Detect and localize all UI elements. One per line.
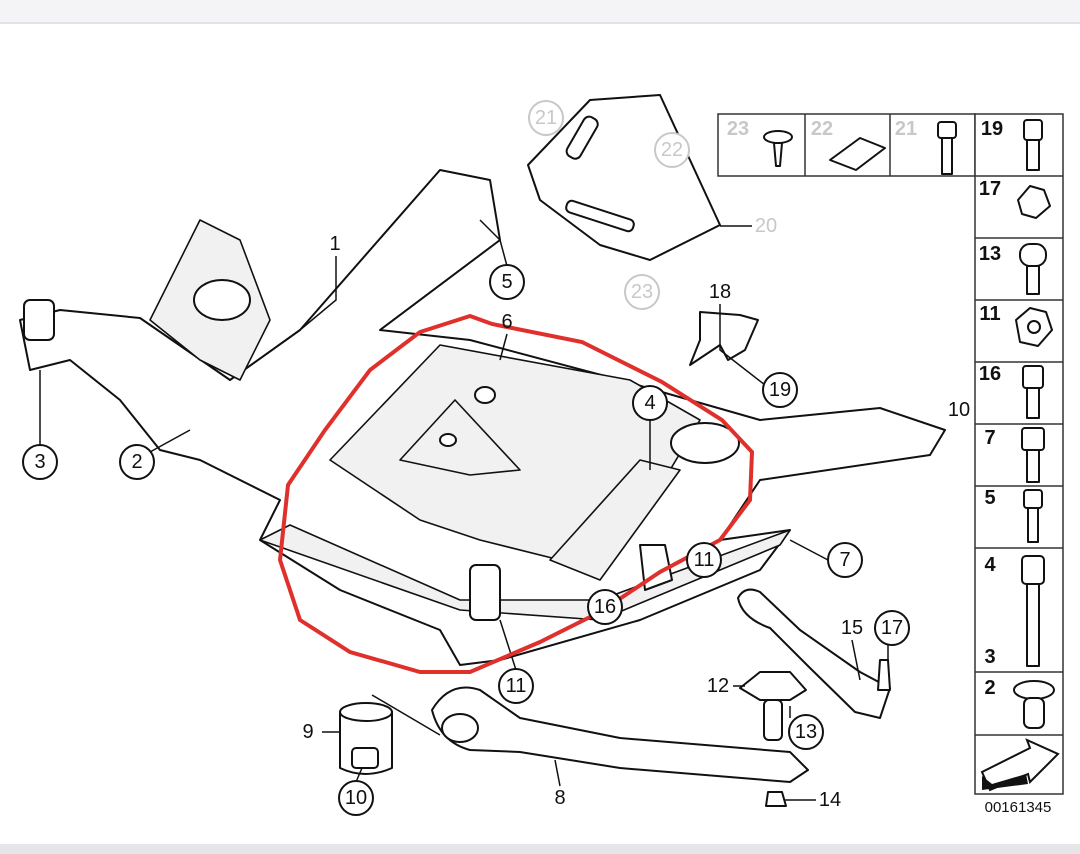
callout-12: 12 (707, 675, 729, 697)
svg-text:7: 7 (839, 549, 850, 571)
callout-10: 10 (338, 780, 374, 816)
control-arm-illustration (431, 686, 809, 783)
callout-6: 6 (501, 311, 512, 333)
front-subframe-illustration (19, 169, 946, 666)
viewer-top-bar (0, 0, 1080, 24)
svg-text:19: 19 (981, 118, 1003, 140)
callout-9: 9 (302, 721, 313, 743)
svg-text:19: 19 (769, 379, 791, 401)
ball-joint-illustration (739, 671, 807, 701)
svg-text:4: 4 (644, 392, 655, 414)
svg-text:13: 13 (795, 721, 817, 743)
svg-text:22: 22 (661, 139, 683, 161)
svg-text:11: 11 (979, 303, 1000, 325)
callout-15: 15 (841, 617, 863, 639)
callout-1: 1 (329, 233, 340, 255)
callout-14: 14 (819, 789, 841, 811)
svg-text:10: 10 (345, 787, 367, 809)
tension-strut-illustration (737, 588, 891, 719)
svg-text:23: 23 (727, 118, 749, 140)
callout-11-lower: 11 (498, 668, 534, 704)
callout-20: 20 (755, 215, 777, 237)
svg-text:16: 16 (594, 596, 616, 618)
red-highlight-outline (277, 313, 755, 674)
svg-text:21: 21 (895, 118, 917, 140)
callout-7: 7 (827, 542, 863, 578)
svg-text:2: 2 (984, 677, 995, 699)
hardware-column: 19 17 13 11 16 7 5 4 3 2 00161345 (974, 113, 1064, 816)
bracket-illustration (689, 311, 759, 366)
callout-22: 22 (654, 132, 690, 168)
callout-13: 13 (788, 714, 824, 750)
illustration-part-number: 00161345 (985, 799, 1052, 816)
svg-text:17: 17 (881, 617, 903, 639)
svg-text:13: 13 (979, 243, 1001, 265)
svg-text:5: 5 (501, 271, 512, 293)
callout-16: 16 (587, 589, 623, 625)
svg-text:17: 17 (979, 178, 1001, 200)
callout-5: 5 (489, 264, 525, 300)
svg-text:16: 16 (979, 363, 1001, 385)
callout-4: 4 (632, 385, 668, 421)
svg-text:3: 3 (34, 451, 45, 473)
svg-text:22: 22 (811, 118, 833, 140)
callout-3: 3 (22, 444, 58, 480)
callout-8: 8 (554, 787, 565, 809)
svg-text:2: 2 (131, 451, 142, 473)
leader-lines (39, 219, 889, 801)
svg-text:4: 4 (984, 554, 996, 576)
svg-text:3: 3 (984, 646, 995, 668)
svg-text:11: 11 (694, 549, 715, 571)
callout-19: 19 (762, 372, 798, 408)
callout-2: 2 (119, 444, 155, 480)
svg-text:7: 7 (984, 427, 995, 449)
callout-11-upper: 11 (686, 542, 722, 578)
callout-10-column: 10 (948, 399, 970, 421)
callout-17: 17 (874, 610, 910, 646)
callout-21: 21 (528, 100, 564, 136)
callout-18: 18 (709, 281, 731, 303)
callout-23: 23 (624, 274, 660, 310)
hardware-top-row: 23 22 21 (717, 113, 976, 177)
svg-text:23: 23 (631, 281, 653, 303)
svg-text:5: 5 (984, 487, 995, 509)
viewer-bottom-bar (0, 844, 1080, 854)
svg-text:11: 11 (506, 675, 527, 697)
svg-text:21: 21 (535, 107, 557, 129)
